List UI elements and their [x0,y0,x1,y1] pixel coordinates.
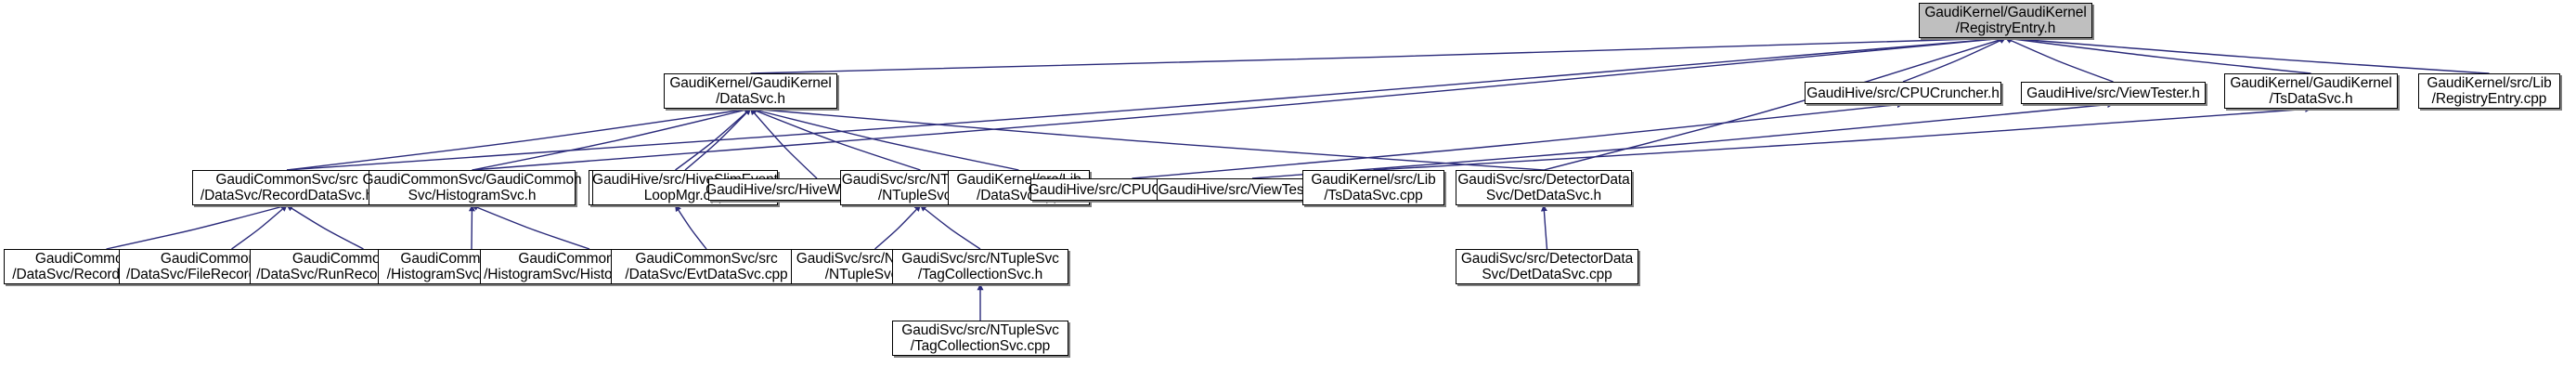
graph-edge [2004,35,2490,74]
graph-edge [1132,101,1904,179]
graph-edge [675,108,752,171]
graph-edge [750,34,2007,74]
graph-node-n15[interactable]: GaudiKernel/src/Lib /TsDataSvc.cpp [1302,170,1444,205]
graph-edge [286,204,364,250]
graph-node-n26[interactable]: GaudiSvc/src/DetectorData Svc/DetDataSvc… [1456,249,1638,284]
graph-edge [471,204,590,250]
graph-edge [472,107,752,171]
graph-edge [749,108,921,171]
graph-edge [106,203,288,250]
graph-node-n16[interactable]: GaudiSvc/src/DetectorData Svc/DetDataSvc… [1456,170,1632,205]
graph-node-n6[interactable]: GaudiCommonSvc/src /DataSvc/RecordDataSv… [192,170,382,205]
graph-edge [749,108,818,179]
graph-edge [472,35,2007,171]
graph-edge [286,106,752,171]
graph-edge [2004,35,2311,74]
graph-edge [2004,37,2114,83]
graph-edge [1902,37,2007,83]
graph-node-n5[interactable]: GaudiKernel/src/Lib /RegistryEntry.cpp [2418,73,2560,109]
graph-node-n7[interactable]: GaudiCommonSvc/GaudiCommon Svc/Histogram… [362,170,582,205]
graph-edge [231,204,288,250]
graph-node-n22[interactable]: GaudiCommonSvc/src /DataSvc/EvtDataSvc.c… [611,249,802,284]
graph-edge [749,106,1545,171]
graph-edge [1540,204,1548,250]
graph-edge [674,204,707,250]
graph-node-n2[interactable]: GaudiHive/src/CPUCruncher.h [1805,82,2001,104]
graph-node-n0[interactable]: GaudiKernel/GaudiKernel /RegistryEntry.h [1919,3,2092,38]
graph-edge [874,204,922,250]
graph-edge [1251,101,2115,179]
graph-edge [749,107,1019,171]
graph-edge [919,204,981,250]
graph-node-n1[interactable]: GaudiKernel/GaudiKernel /DataSvc.h [664,73,837,109]
graph-edge [684,108,752,171]
graph-edge [1373,105,2312,171]
graph-node-n24[interactable]: GaudiSvc/src/NTupleSvc /TagCollectionSvc… [892,249,1068,284]
graph-node-n4[interactable]: GaudiKernel/GaudiKernel /TsDataSvc.h [2224,73,2398,109]
graph-node-n25[interactable]: GaudiSvc/src/NTupleSvc /TagCollectionSvc… [892,321,1068,356]
graph-node-n3[interactable]: GaudiHive/src/ViewTester.h [2021,82,2206,104]
graph-edge [286,35,2007,171]
